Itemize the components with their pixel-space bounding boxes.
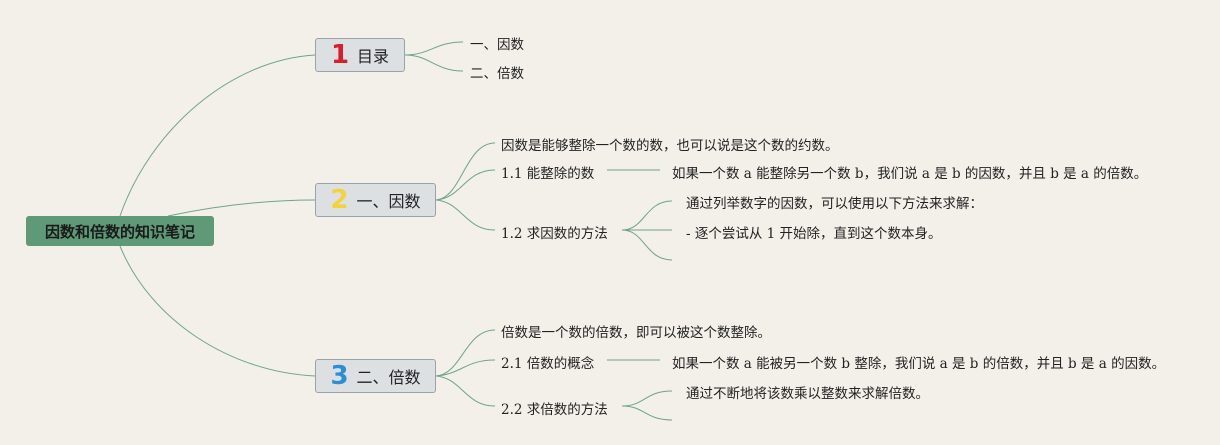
branch-label-3: 二、倍数 [356, 368, 421, 387]
connector-root-branch-1 [119, 54, 316, 217]
connector-b2-sec2-detail-1 [621, 200, 673, 231]
b3-section-2-label[interactable]: 2.2 求倍数的方法 [501, 402, 608, 418]
branch-number-1: 1 [330, 40, 350, 70]
connector-b3-sec2-detail-1 [621, 390, 673, 407]
b2-section-2-label[interactable]: 1.2 求因数的方法 [501, 226, 608, 242]
connector-b3-sec-1 [435, 359, 496, 377]
connector-root-branch-2 [167, 199, 316, 217]
branch-label-1: 目录 [357, 47, 390, 66]
branch-number-3: 3 [330, 361, 349, 391]
branch-node-2[interactable]: 2 一、因数 [315, 183, 436, 217]
connector-b2-intro [435, 142, 496, 201]
b2-section-1-detail: 如果一个数 a 能整除另一个数 b，我们说 a 是 b 的因数，并且 b 是 a… [672, 166, 1148, 182]
connector-b3-sec-2 [435, 375, 496, 407]
branch-label-2: 一、因数 [356, 192, 421, 211]
connector-b2-sec2-detail-3 [621, 229, 673, 261]
branch-node-1[interactable]: 1 目录 [315, 38, 405, 72]
branch-node-3[interactable]: 3 二、倍数 [315, 359, 436, 393]
root-title: 因数和倍数的知识笔记 [44, 222, 195, 241]
b2-section-2-detail-2: - 逐个尝试从 1 开始除，直到这个数本身。 [686, 226, 942, 242]
b2-intro: 因数是能够整除一个数的数，也可以说是这个数的约数。 [501, 138, 839, 154]
b3-intro: 倍数是一个数的倍数，即可以被这个数整除。 [501, 325, 771, 341]
b3-section-1-label[interactable]: 2.1 倍数的概念 [501, 356, 595, 372]
branch-number-2: 2 [330, 185, 349, 215]
toc-item-2[interactable]: 二、倍数 [470, 66, 524, 82]
b2-section-2-detail-1: 通过列举数字的因数，可以使用以下方法来求解： [686, 196, 983, 212]
connector-b3-sec2-detail-2 [621, 405, 673, 421]
root-node[interactable]: 因数和倍数的知识笔记 [26, 216, 214, 246]
connector-b2-sec-1 [435, 169, 496, 201]
toc-item-1[interactable]: 一、因数 [470, 37, 524, 53]
b3-section-1-detail: 如果一个数 a 能被另一个数 b 整除，我们说 a 是 b 的倍数，并且 b 是… [672, 356, 1166, 372]
connector-root-branch-3 [119, 245, 316, 377]
connector-b1-item-2 [404, 54, 464, 72]
b2-section-1-label[interactable]: 1.1 能整除的数 [501, 166, 595, 182]
connector-b3-intro [435, 329, 496, 377]
b3-section-2-detail-1: 通过不断地将该数乘以整数来求解倍数。 [686, 386, 929, 402]
connector-b2-sec-2 [435, 199, 496, 231]
connector-b1-item-1 [404, 41, 464, 56]
